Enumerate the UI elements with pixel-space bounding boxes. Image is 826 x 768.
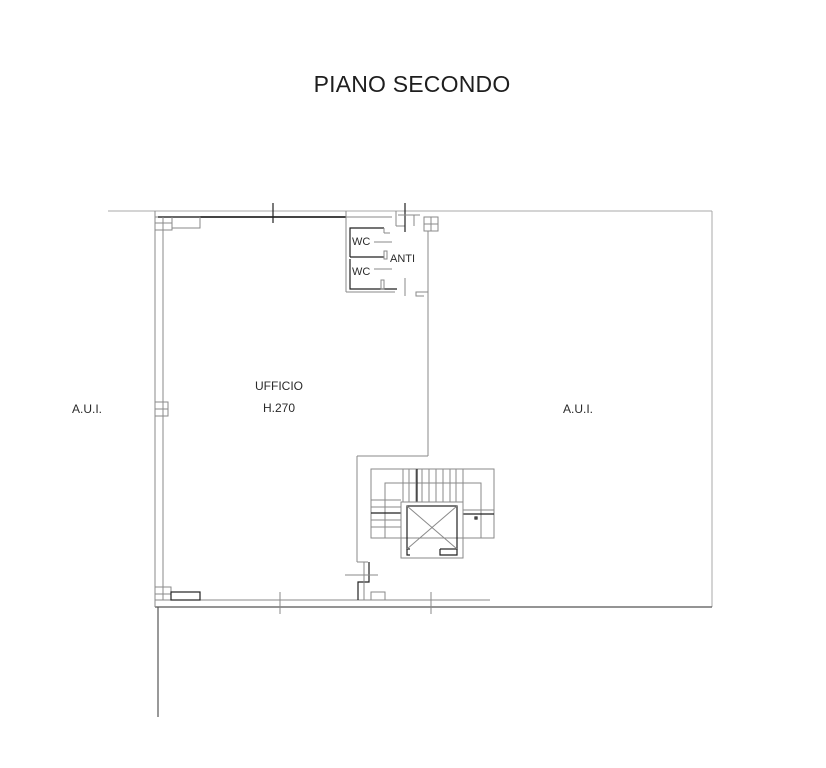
right-aui-boundary [108,210,713,608]
anti-label: ANTI [390,253,415,265]
wc-block [345,203,439,457]
plan-title: PIANO SECONDO [314,71,511,97]
ufficio-label: UFFICIO [255,379,303,393]
aui-right-label: A.U.I. [563,402,593,416]
ufficio-height-label: H.270 [263,401,295,415]
aui-left-label: A.U.I. [72,402,102,416]
wc-label-top: WC [352,236,370,248]
wc-label-bottom: WC [352,266,370,278]
office-walls [154,203,490,717]
stair-and-lift [345,456,495,601]
